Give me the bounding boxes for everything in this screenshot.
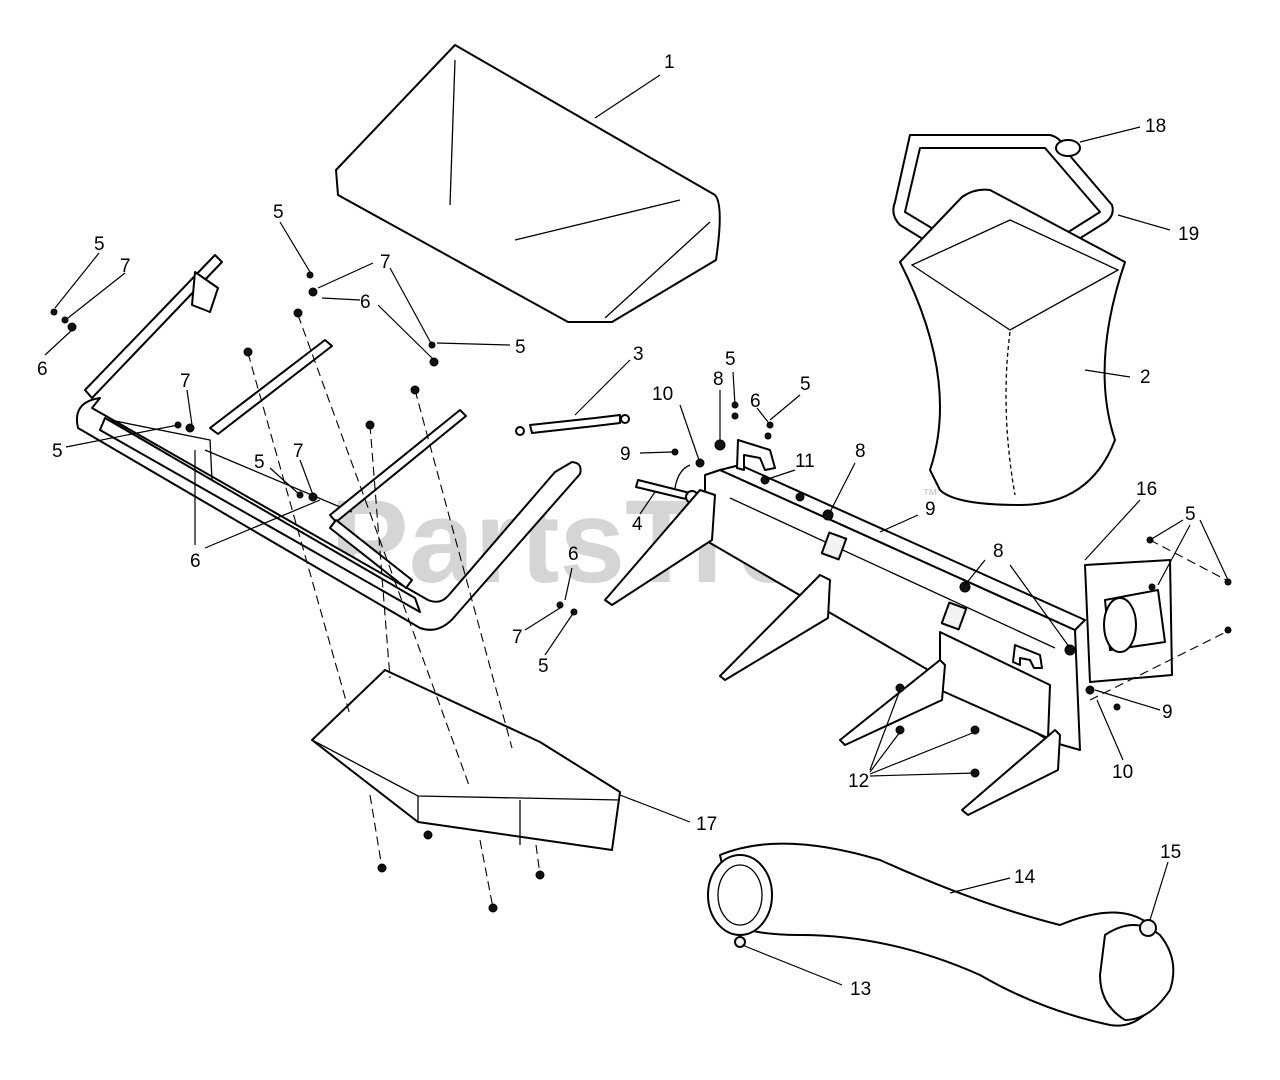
callout-17: 17 [696,814,717,835]
callout-18: 18 [1145,116,1166,137]
callout-7: 7 [293,441,304,462]
callout-9: 9 [620,444,631,465]
callout-2: 2 [1140,367,1151,388]
callout-8: 8 [993,541,1004,562]
callout-12: 12 [848,771,869,792]
callout-14: 14 [1014,867,1036,888]
callout-8: 8 [713,369,724,390]
callout-7: 7 [380,252,391,273]
callout-labels: 1 18 19 2 5 7 6 5 7 6 7 6 5 7 5 6 5 7 6 … [37,52,1199,1000]
callout-1: 1 [664,52,675,73]
mount-frame [604,439,1161,816]
callout-10: 10 [652,384,673,405]
callout-5: 5 [52,441,63,462]
hopper-cover [335,44,721,323]
assembly-lines [247,314,513,789]
callout-5: 5 [273,202,284,223]
discharge-hose [707,842,1175,1027]
callout-9: 9 [1162,702,1173,723]
callout-16: 16 [1136,479,1157,500]
callout-5: 5 [1185,504,1196,525]
callout-5: 5 [538,656,549,677]
tube-frame [76,254,582,631]
callout-7: 7 [512,627,523,648]
callout-6: 6 [360,292,371,313]
callout-6: 6 [37,359,48,380]
callout-9: 9 [925,499,936,520]
callout-15: 15 [1160,842,1181,863]
watermark-trademark: ™ [922,487,938,504]
adapter-plate [1084,499,1173,683]
callout-5: 5 [94,234,105,255]
hitch-pin [635,464,699,515]
callout-13: 13 [850,979,871,1000]
deflector [311,669,691,913]
callout-19: 19 [1178,224,1199,245]
frame-knob [1055,126,1141,157]
callout-11: 11 [795,451,815,472]
callout-6: 6 [568,544,579,565]
callout-7: 7 [180,371,191,392]
callout-7: 7 [120,256,131,277]
callout-5: 5 [515,337,526,358]
callout-10: 10 [1112,762,1133,783]
callout-6: 6 [190,551,201,572]
leader-lines [44,221,1229,777]
callout-5: 5 [800,374,811,395]
callout-4: 4 [632,514,643,535]
callout-3: 3 [633,344,644,365]
callout-5: 5 [254,452,265,473]
callout-6: 6 [750,391,761,412]
callout-8: 8 [855,441,866,462]
collection-bag [899,188,1131,506]
callout-5: 5 [725,349,736,370]
gas-spring [515,359,631,436]
